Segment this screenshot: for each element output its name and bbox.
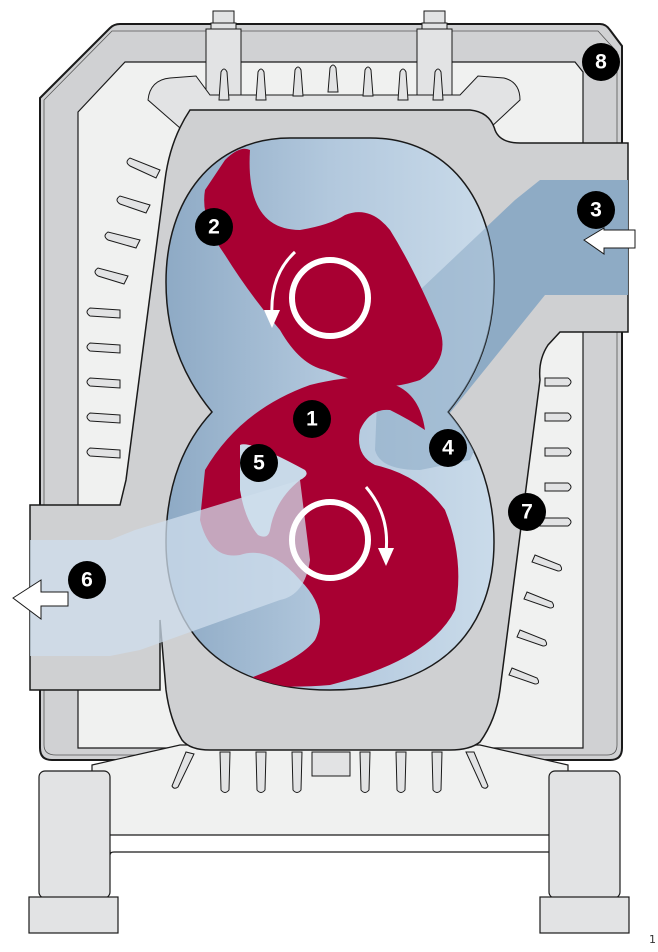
bolt-icon: [212, 10, 235, 24]
outlet-arrow-icon: [12, 579, 69, 620]
callout-8: 8: [582, 43, 620, 81]
cooling-fins-bottom: [171, 751, 489, 793]
upper-rotor: [204, 148, 443, 387]
svg-text:7: 7: [521, 501, 533, 524]
callout-5: 5: [240, 444, 278, 482]
callout-1: 1: [293, 400, 331, 438]
cooling-fins-left: [86, 157, 161, 459]
cooling-fins-right: [508, 377, 572, 685]
callout-4: 4: [429, 429, 467, 467]
svg-text:3: 3: [590, 199, 602, 222]
svg-text:4: 4: [442, 437, 454, 460]
arrow-down-icon: [264, 310, 280, 328]
inlet-arrow-icon: [583, 227, 636, 255]
corner-mark: 1: [649, 933, 656, 946]
svg-text:1: 1: [306, 408, 318, 431]
svg-text:5: 5: [253, 452, 265, 475]
bolt-icon: [423, 10, 446, 24]
svg-text:2: 2: [208, 216, 220, 239]
lower-rotation-indicator: [289, 486, 394, 581]
arrow-down-icon: [378, 548, 394, 566]
callout-2: 2: [195, 208, 233, 246]
outlet-duct: [30, 480, 310, 656]
upper-rotation-indicator: [264, 250, 371, 339]
callout-7: 7: [508, 493, 546, 531]
pump-feet: [28, 770, 630, 934]
svg-text:6: 6: [81, 569, 93, 592]
callout-6: 6: [68, 561, 106, 599]
svg-text:8: 8: [595, 51, 607, 74]
callout-3: 3: [577, 191, 615, 229]
